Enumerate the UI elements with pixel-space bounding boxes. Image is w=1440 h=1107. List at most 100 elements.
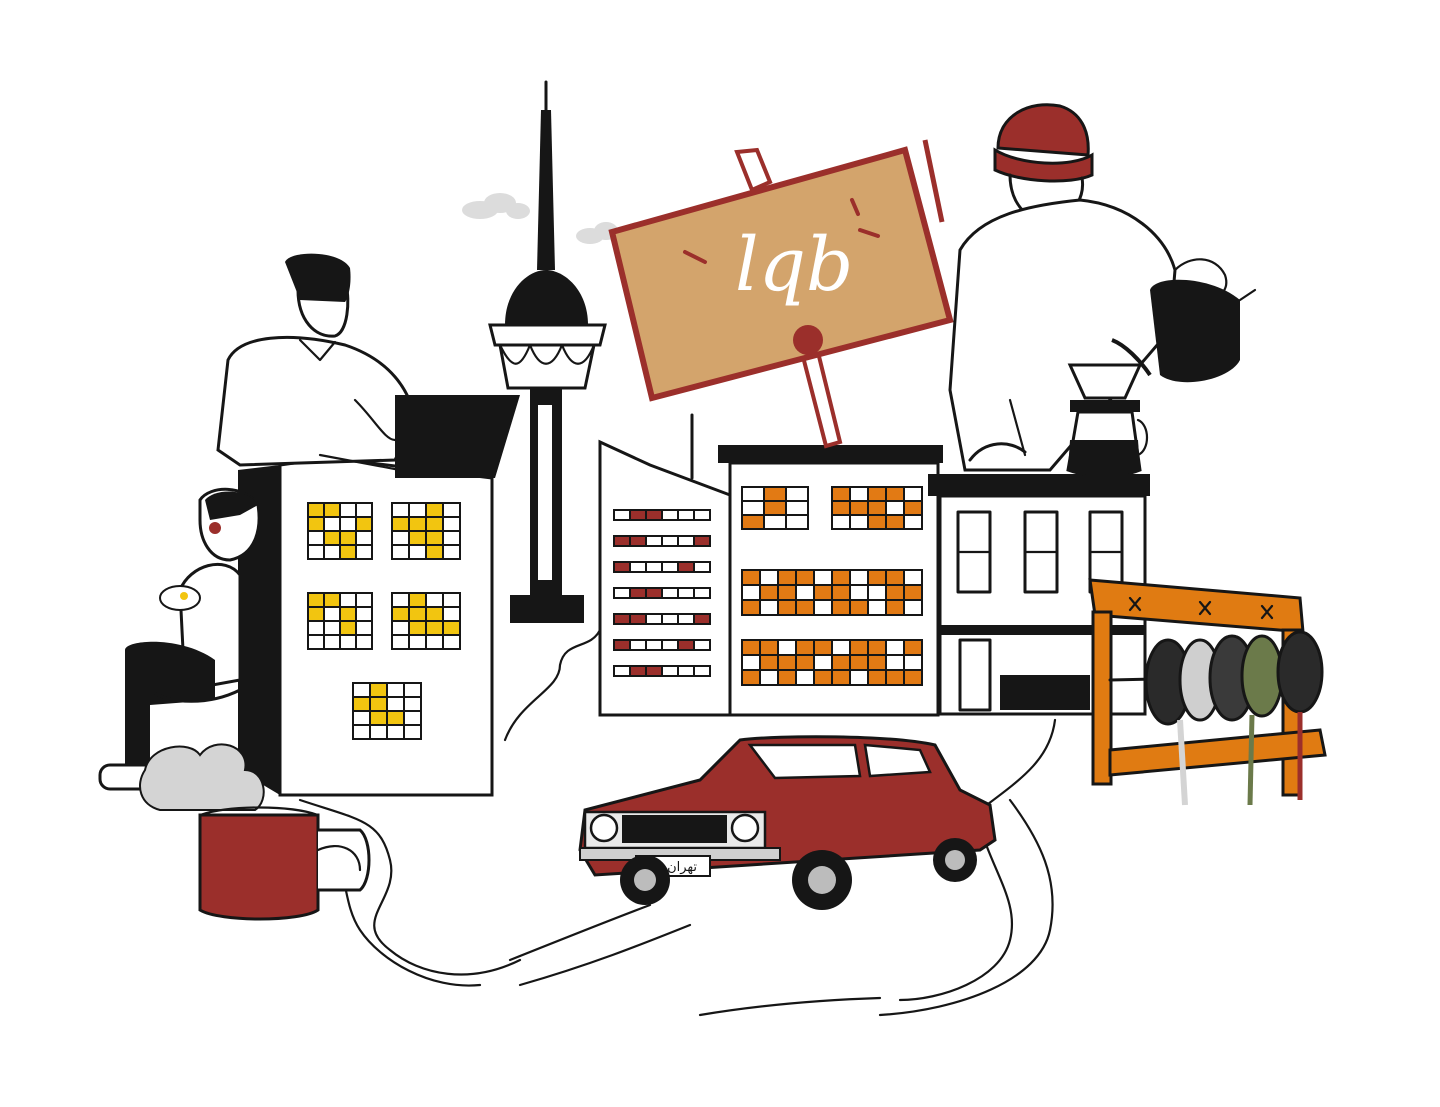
window-pane	[777, 569, 797, 586]
window-pane	[425, 620, 444, 636]
window-pane	[903, 599, 923, 616]
window-pane	[339, 516, 357, 532]
window-pane	[831, 500, 851, 516]
window-pane	[885, 669, 905, 686]
window-pane	[629, 639, 647, 651]
window-pane	[677, 535, 695, 547]
window-pane	[386, 682, 405, 698]
window-pane	[785, 486, 809, 502]
red-car: تهران ۱۱	[578, 735, 997, 910]
window-pane	[369, 696, 388, 712]
window-pane	[355, 606, 373, 622]
window-pane	[813, 639, 833, 656]
window-pane	[307, 530, 325, 546]
window-pane	[831, 514, 851, 530]
window-pane	[831, 569, 851, 586]
window-pane	[339, 530, 357, 546]
window-pane	[339, 606, 357, 622]
window-pane	[442, 606, 461, 622]
coffee-dripper	[1066, 338, 1152, 478]
window-pane	[693, 535, 711, 547]
window-pane	[813, 584, 833, 601]
window-pane	[355, 620, 373, 636]
window-pane	[339, 502, 357, 518]
window-pane	[849, 654, 869, 671]
window-pane	[677, 613, 695, 625]
window-pane	[795, 599, 815, 616]
window-pane	[693, 665, 711, 677]
window-pane	[903, 486, 923, 502]
window-pane	[613, 535, 631, 547]
window-pane	[831, 486, 851, 502]
window-pane	[661, 639, 679, 651]
sign-board: lqb	[608, 139, 954, 449]
film-reel-rack	[1088, 578, 1327, 806]
window-pane	[307, 606, 325, 622]
window-pane	[352, 696, 371, 712]
window-pane	[759, 654, 779, 671]
window-pane	[867, 569, 887, 586]
window-pane	[759, 669, 779, 686]
window-pane	[391, 634, 410, 650]
window-pane	[403, 682, 422, 698]
window-pane	[661, 665, 679, 677]
window-pane	[885, 599, 905, 616]
window-pane	[795, 569, 815, 586]
window-pane	[777, 669, 797, 686]
window-pane	[741, 639, 761, 656]
orange-window-building	[718, 445, 943, 717]
man-with-laptop	[216, 253, 520, 478]
window-pane	[777, 584, 797, 601]
window-pane	[391, 502, 410, 518]
window-pane	[903, 584, 923, 601]
window-pane	[645, 535, 663, 547]
window-pane	[442, 530, 461, 546]
window-pane	[629, 509, 647, 521]
window-pane	[408, 606, 427, 622]
window-pane	[307, 516, 325, 532]
window-pane	[307, 592, 325, 608]
window-pane	[645, 639, 663, 651]
window-pane	[386, 696, 405, 712]
window-pane	[629, 561, 647, 573]
window-pane	[369, 710, 388, 726]
window-pane	[339, 620, 357, 636]
window-pane	[339, 634, 357, 650]
window-pane	[849, 500, 869, 516]
window-pane	[795, 639, 815, 656]
window-pane	[408, 516, 427, 532]
window-pane	[425, 544, 444, 560]
window-pane	[403, 710, 422, 726]
window-pane	[867, 669, 887, 686]
window-pane	[442, 502, 461, 518]
red-strip-building	[598, 413, 732, 717]
window-pane	[867, 639, 887, 656]
window-pane	[307, 634, 325, 650]
window-pane	[741, 654, 761, 671]
window-pane	[813, 669, 833, 686]
window-pane	[831, 669, 851, 686]
window-pane	[425, 606, 444, 622]
window-pane	[355, 592, 373, 608]
window-pane	[763, 514, 787, 530]
window-pane	[903, 514, 923, 530]
window-pane	[323, 544, 341, 560]
gamer-with-controller	[98, 487, 261, 791]
window-pane	[849, 584, 869, 601]
window-pane	[849, 669, 869, 686]
window-pane	[763, 486, 787, 502]
window-pane	[849, 639, 869, 656]
window-pane	[903, 654, 923, 671]
window-pane	[741, 500, 765, 516]
window-pane	[307, 502, 325, 518]
window-pane	[391, 544, 410, 560]
window-pane	[741, 514, 765, 530]
window-pane	[645, 665, 663, 677]
window-pane	[391, 620, 410, 636]
window-pane	[613, 665, 631, 677]
window-pane	[741, 569, 761, 586]
window-pane	[741, 486, 765, 502]
window-pane	[867, 514, 887, 530]
window-pane	[763, 500, 787, 516]
